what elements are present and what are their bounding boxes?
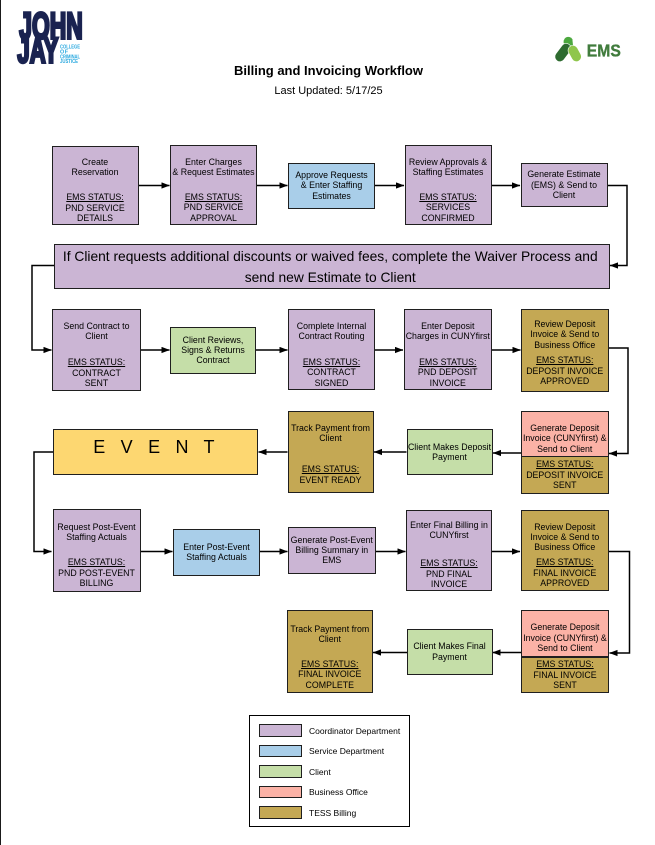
svg-text:JAY: JAY (17, 32, 58, 71)
svg-text:JOHN: JOHN (19, 6, 83, 47)
svg-text:EMS: EMS (587, 40, 621, 60)
svg-text:OF: OF (60, 49, 69, 55)
svg-text:JUSTICE: JUSTICE (60, 59, 78, 65)
svg-text:CRIMINAL: CRIMINAL (60, 54, 81, 60)
svg-text:COLLEGE: COLLEGE (60, 45, 80, 51)
